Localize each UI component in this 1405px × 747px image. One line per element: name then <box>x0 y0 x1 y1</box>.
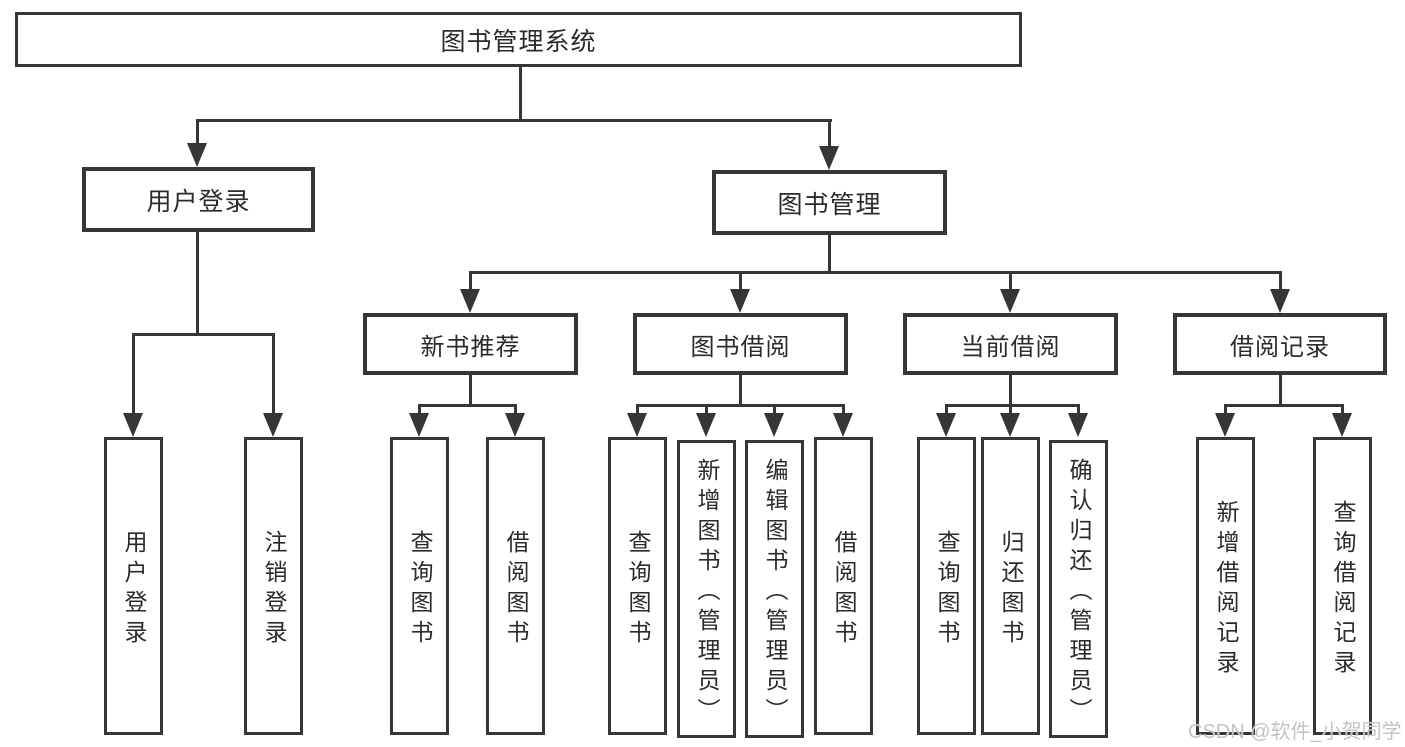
leaf-borrow-books-2: 借阅图书 <box>814 437 873 735</box>
node-root-label: 图书管理系统 <box>440 27 597 56</box>
leaf-query-books-1: 查询图书 <box>390 437 449 735</box>
connector-stem-leaf <box>418 404 421 416</box>
arrow-down-icon <box>1000 289 1020 313</box>
connector-user-login-bar <box>132 333 275 336</box>
connector-current-borrow-stem <box>1009 373 1012 407</box>
arrow-down-icon <box>764 413 784 437</box>
arrow-down-icon <box>819 146 839 170</box>
node-book-borrow-label: 图书借阅 <box>690 333 791 361</box>
connector-stem-leaf <box>636 404 639 416</box>
connector-new-books-bar <box>418 404 517 407</box>
leaf-edit-books-admin: 编辑图书（管理员） <box>745 440 804 738</box>
connector-current-borrow-bar <box>945 404 1080 407</box>
arrow-down-icon <box>123 413 143 437</box>
connector-stem-leaf <box>705 404 708 416</box>
connector-stem-leaf <box>272 333 275 415</box>
node-user-login: 用户登录 <box>82 167 315 232</box>
connector-stem-new-books <box>469 271 472 291</box>
connector-level3-bar <box>469 271 1282 274</box>
arrow-down-icon <box>1332 413 1352 437</box>
arrow-down-icon <box>187 143 207 167</box>
csdn-watermark: CSDN @软件_小贺同学 <box>1188 721 1402 743</box>
connector-stem-leaf <box>132 333 135 415</box>
node-borrow-records-label: 借阅记录 <box>1230 333 1330 361</box>
leaf-query-borrow-record: 查询借阅记录 <box>1313 437 1372 735</box>
leaf-label: 归还图书 <box>998 529 1024 650</box>
connector-new-books-stem <box>469 373 472 407</box>
leaf-label: 查询借阅记录 <box>1330 499 1356 680</box>
leaf-query-books-2: 查询图书 <box>608 437 667 735</box>
connector-stem-current-borrow <box>1009 271 1012 291</box>
connector-stem-leaf <box>1077 404 1080 416</box>
arrow-down-icon <box>627 413 647 437</box>
leaf-label: 借阅图书 <box>503 529 529 650</box>
leaf-user-login: 用户登录 <box>104 437 163 735</box>
connector-book-mgmt-stem <box>828 235 831 274</box>
leaf-label: 借阅图书 <box>831 529 857 650</box>
node-new-books: 新书推荐 <box>363 313 578 375</box>
arrow-down-icon <box>936 413 956 437</box>
node-current-borrow-label: 当前借阅 <box>960 333 1061 361</box>
node-borrow-records: 借阅记录 <box>1173 313 1387 375</box>
connector-stem-leaf <box>945 404 948 416</box>
leaf-label: 确认归还（管理员） <box>1066 457 1092 728</box>
leaf-add-books-admin: 新增图书（管理员） <box>677 440 736 738</box>
node-current-borrow: 当前借阅 <box>903 313 1118 375</box>
connector-stem-leaf <box>1009 404 1012 416</box>
arrow-down-icon <box>730 289 750 313</box>
leaf-label: 新增图书（管理员） <box>694 457 720 728</box>
leaf-label: 新增借阅记录 <box>1213 499 1239 680</box>
connector-root-stem <box>519 65 522 122</box>
leaf-label: 编辑图书（管理员） <box>762 457 788 728</box>
leaf-label: 查询图书 <box>934 529 960 650</box>
leaf-logout: 注销登录 <box>244 437 303 735</box>
node-new-books-label: 新书推荐 <box>420 333 521 361</box>
arrow-down-icon <box>1000 413 1020 437</box>
arrow-down-icon <box>696 413 716 437</box>
connector-stem-leaf <box>1341 404 1344 416</box>
leaf-label: 注销登录 <box>261 529 287 650</box>
node-book-mgmt: 图书管理 <box>712 170 947 235</box>
connector-stem-book-mgmt <box>828 119 831 149</box>
arrow-down-icon <box>1068 413 1088 437</box>
connector-stem-book-borrow <box>739 271 742 291</box>
leaf-add-borrow-record: 新增借阅记录 <box>1196 437 1255 735</box>
leaf-query-books-3: 查询图书 <box>917 437 976 735</box>
connector-borrow-records-stem <box>1279 373 1282 407</box>
leaf-return-books: 归还图书 <box>981 437 1040 735</box>
leaf-confirm-return-admin: 确认归还（管理员） <box>1049 440 1108 738</box>
arrow-down-icon <box>409 413 429 437</box>
arrow-down-icon <box>263 413 283 437</box>
node-user-login-label: 用户登录 <box>146 187 251 216</box>
node-book-mgmt-label: 图书管理 <box>777 190 882 219</box>
node-root: 图书管理系统 <box>15 12 1022 67</box>
node-book-borrow: 图书借阅 <box>633 313 848 375</box>
arrow-down-icon <box>833 413 853 437</box>
connector-level2-bar <box>196 119 832 122</box>
leaf-label: 查询图书 <box>625 529 651 650</box>
connector-stem-leaf <box>1224 404 1227 416</box>
connector-stem-leaf <box>514 404 517 416</box>
leaf-label: 查询图书 <box>407 529 433 650</box>
connector-borrow-records-bar <box>1224 404 1344 407</box>
connector-book-borrow-stem <box>739 373 742 407</box>
connector-stem-leaf <box>842 404 845 416</box>
arrow-down-icon <box>505 413 525 437</box>
connector-stem-borrow-records <box>1279 271 1282 291</box>
arrow-down-icon <box>460 289 480 313</box>
leaf-borrow-books-1: 借阅图书 <box>486 437 545 735</box>
connector-user-login-stem <box>196 232 199 336</box>
connector-book-borrow-bar <box>636 404 845 407</box>
connector-stem-leaf <box>773 404 776 416</box>
leaf-label: 用户登录 <box>121 529 147 650</box>
arrow-down-icon <box>1215 413 1235 437</box>
connector-stem-user-login <box>196 119 199 147</box>
arrow-down-icon <box>1270 289 1290 313</box>
